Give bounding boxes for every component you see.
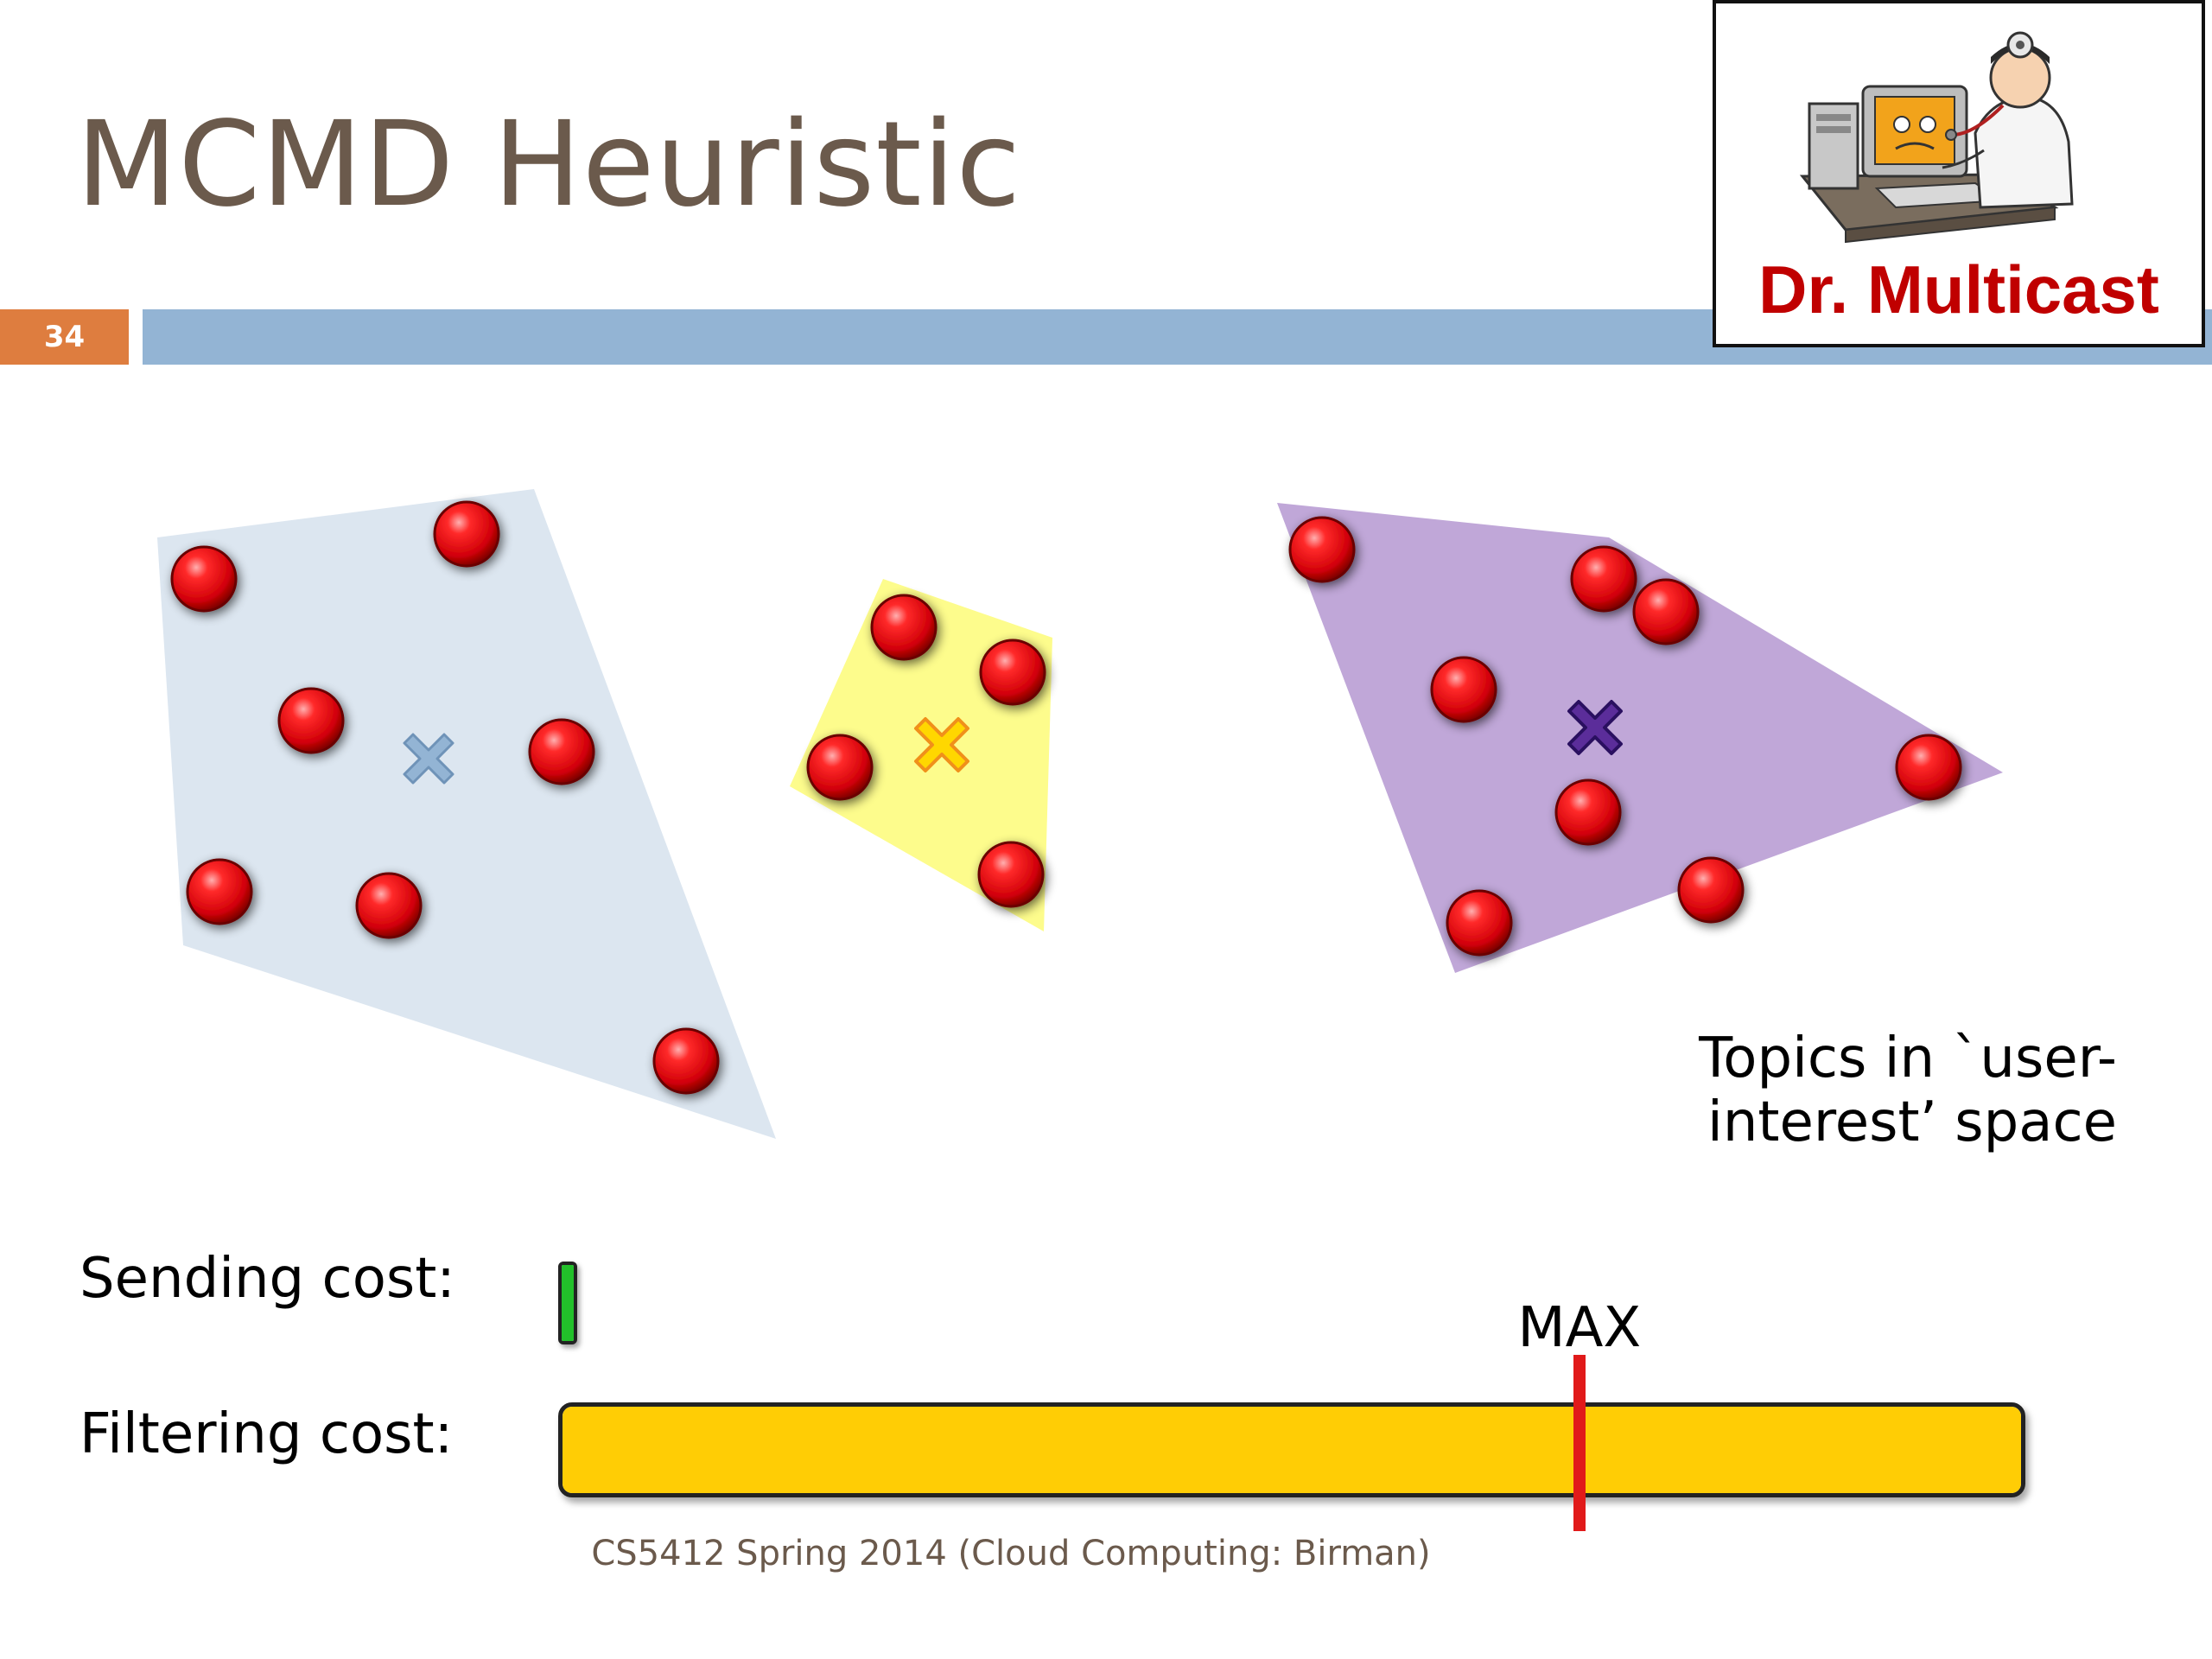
- cluster-3-region: [1277, 503, 2003, 973]
- cluster-3-node: [1895, 734, 1962, 801]
- cluster-1-node: [186, 858, 253, 925]
- sending-cost-label: Sending cost:: [79, 1247, 455, 1311]
- cluster-3-node: [1430, 656, 1497, 723]
- cluster-1-node: [652, 1027, 720, 1095]
- cluster-3-centroid-icon: [1567, 700, 1623, 755]
- cluster-1-node: [433, 500, 500, 568]
- sending-cost-fill: [562, 1265, 574, 1341]
- slide-number-badge: [0, 309, 129, 365]
- topics-space-label-line2: interest’ space: [1707, 1090, 2117, 1154]
- slide-number: 34: [43, 320, 86, 354]
- cluster-3-node: [1570, 545, 1637, 613]
- cluster-1-region: [157, 489, 776, 1139]
- logo-caption: Dr. Multicast: [1758, 251, 2159, 327]
- cluster-1-node: [355, 872, 423, 939]
- cluster-2-node: [806, 734, 874, 801]
- cluster-1-node: [277, 687, 345, 754]
- sending-cost-bar: [558, 1262, 577, 1344]
- cluster-3-node: [1288, 516, 1356, 583]
- topics-space-label-line1: Topics in `user-: [1699, 1027, 2117, 1090]
- filtering-cost-label: Filtering cost:: [79, 1402, 454, 1466]
- cluster-1-centroid-icon: [403, 733, 454, 785]
- cluster-2-node: [870, 594, 938, 661]
- cluster-1-node: [528, 718, 595, 785]
- doctor-computer-icon: [1799, 31, 2074, 244]
- cluster-2-centroid-icon: [914, 717, 969, 772]
- filtering-cost-bar: [558, 1402, 2025, 1497]
- logo-box: [1713, 0, 2205, 347]
- slide-footer: CS5412 Spring 2014 (Cloud Computing: Bir…: [591, 1534, 1431, 1573]
- cluster-3-node: [1632, 578, 1700, 645]
- cluster-3-node: [1446, 889, 1513, 957]
- cluster-3-node: [1554, 779, 1622, 846]
- cluster-2-node: [977, 841, 1045, 908]
- cluster-1-node: [170, 545, 238, 613]
- filtering-cost-fill: [563, 1407, 2021, 1493]
- cluster-3-node: [1677, 856, 1745, 924]
- topics-space-label: Topics in `user- interest’ space: [1573, 1027, 2117, 1154]
- max-threshold-marker: [1573, 1355, 1586, 1531]
- slide-title: MCMD Heuristic: [76, 97, 1022, 233]
- cluster-2-node: [979, 639, 1046, 706]
- max-label: MAX: [1517, 1296, 1642, 1360]
